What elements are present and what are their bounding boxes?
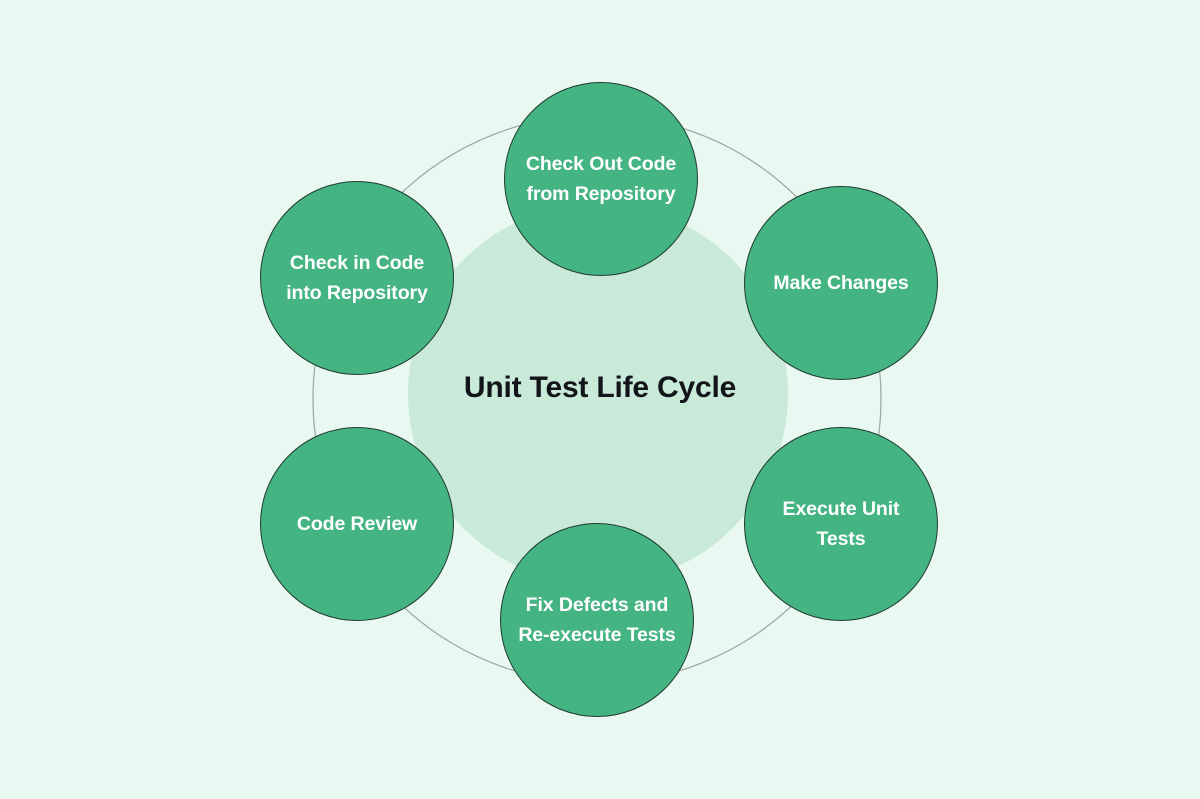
cycle-node-label: Code Review <box>296 512 418 535</box>
cycle-node-label: Fix Defects and Re-execute Tests <box>518 593 676 646</box>
cycle-node-execute-unit-tests[interactable]: Execute Unit Tests <box>744 427 938 621</box>
cycle-node-label: Check in Code into Repository <box>286 251 428 304</box>
cycle-node-check-in-code[interactable]: Check in Code into Repository <box>260 181 454 375</box>
cycle-node-check-out-code[interactable]: Check Out Code from Repository <box>504 82 698 276</box>
cycle-node-label: Check Out Code from Repository <box>525 152 677 205</box>
cycle-node-label: Execute Unit Tests <box>782 497 900 550</box>
cycle-node-make-changes[interactable]: Make Changes <box>744 186 938 380</box>
cycle-node-label: Make Changes <box>773 271 909 294</box>
cycle-node-fix-defects[interactable]: Fix Defects and Re-execute Tests <box>500 523 694 717</box>
diagram-title: Unit Test Life Cycle <box>463 371 737 404</box>
cycle-node-code-review[interactable]: Code Review <box>260 427 454 621</box>
